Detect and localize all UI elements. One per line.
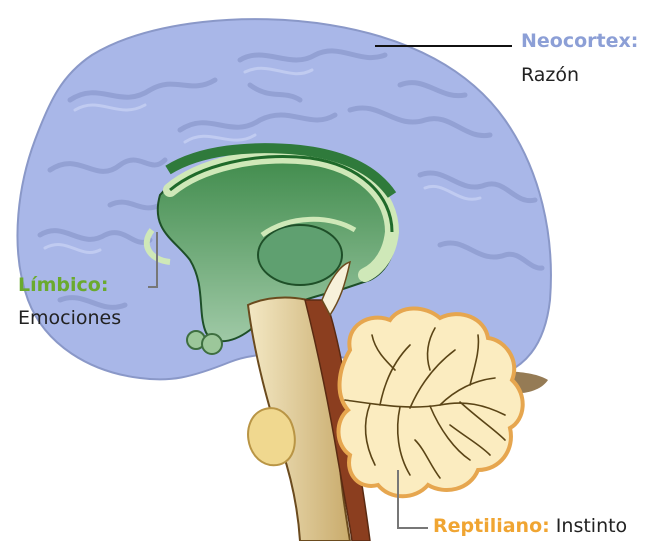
reptiliano-label-row: Reptiliano: Instinto [433,515,627,537]
limbico-description: Emociones [18,307,121,329]
limbico-label: Límbico: [18,274,108,296]
reptiliano-description: Instinto [556,515,627,537]
neocortex-description: Razón [521,64,579,86]
reptiliano-label: Reptiliano: [433,515,550,537]
neocortex-label: Neocortex: [521,30,638,52]
